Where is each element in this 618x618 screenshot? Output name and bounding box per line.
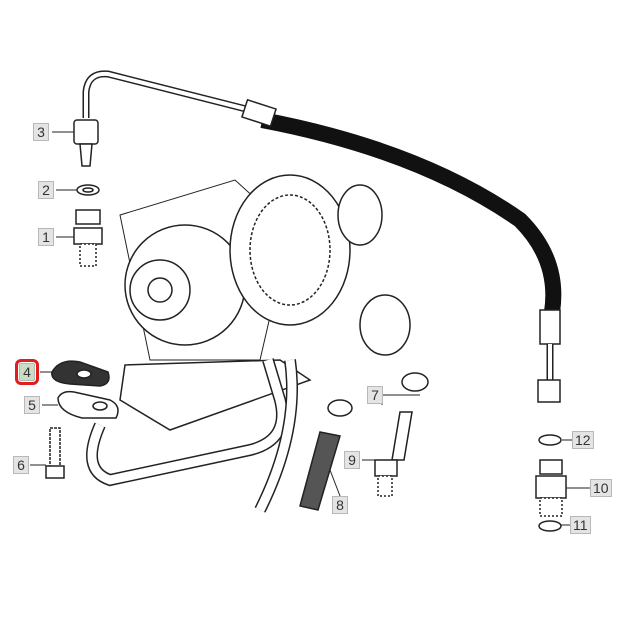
callout-4-selected[interactable]: 4 [15,359,39,385]
part-9-fitting [391,411,413,461]
oil-feed-pipe [82,70,251,118]
part-2-sealing-washer [76,184,100,196]
part-3-union-nut [73,119,99,145]
callout-1[interactable]: 1 [38,228,54,246]
hose-fitting-lower [539,309,561,345]
callout-7[interactable]: 7 [367,386,383,404]
callout-2[interactable]: 2 [38,181,54,199]
part-11-sealing-washer [538,520,562,532]
part-7-seal-right [401,372,429,392]
callout-5[interactable]: 5 [24,396,40,414]
part-1-adapter [75,209,101,225]
hose-nut-lower [537,379,561,403]
part-12-sealing-washer [538,434,562,446]
callout-12[interactable]: 12 [572,431,594,449]
part-5-flange [57,390,119,419]
callout-3[interactable]: 3 [33,123,49,141]
callout-6[interactable]: 6 [13,456,29,474]
part-6-bolt [49,427,61,469]
callout-11[interactable]: 11 [570,516,591,534]
part-10-adapter [539,459,563,475]
part-8-filter-sleeve [299,431,341,511]
callout-9[interactable]: 9 [344,451,360,469]
turbo-turbine-housing [229,174,351,326]
callout-8[interactable]: 8 [332,496,348,514]
hose-fitting-upper [241,98,277,128]
oil-feed-hose [260,112,562,314]
turbo-mounting-flange [119,359,312,431]
part-7-seal-left [327,399,353,417]
callout-10[interactable]: 10 [590,479,612,497]
